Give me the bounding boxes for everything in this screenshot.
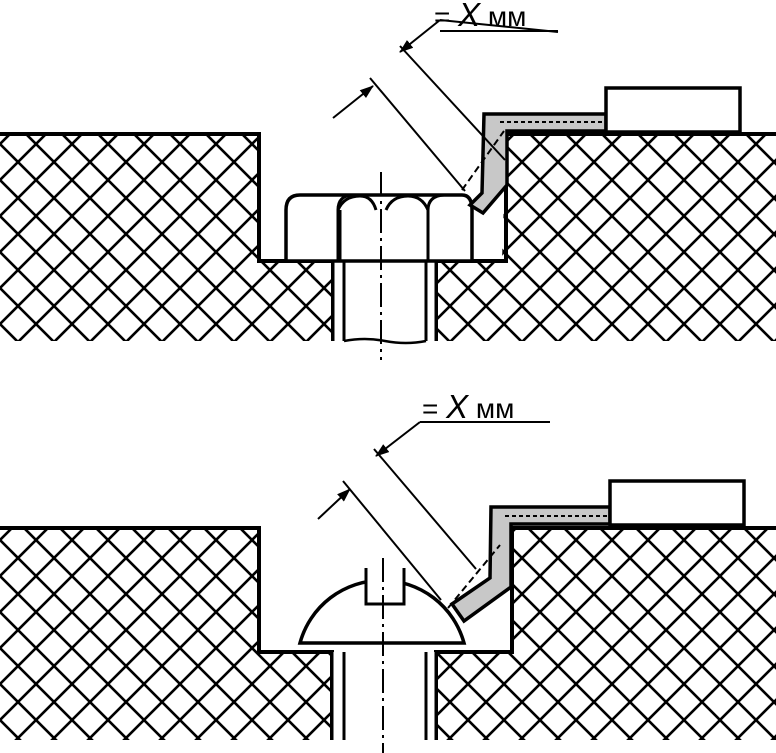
hatched-base bbox=[0, 528, 776, 740]
screw-shank bbox=[330, 652, 438, 740]
bottom-detail: = X мм bbox=[0, 388, 776, 753]
dimension-clearance: = X мм bbox=[317, 388, 550, 601]
dimension-clearance: = X мм bbox=[332, 0, 559, 192]
hex-head bbox=[284, 193, 474, 263]
top-detail: = X мм bbox=[0, 0, 776, 360]
hatched-base bbox=[0, 134, 776, 341]
terminal-block bbox=[604, 86, 742, 134]
dimension-label: = X мм bbox=[422, 388, 514, 425]
clearance-hidden-line bbox=[461, 130, 505, 191]
clearance-hidden-line bbox=[447, 544, 501, 609]
bolt-shank bbox=[331, 261, 438, 345]
terminal-block bbox=[608, 479, 746, 527]
dimension-label: = X мм bbox=[434, 0, 526, 33]
